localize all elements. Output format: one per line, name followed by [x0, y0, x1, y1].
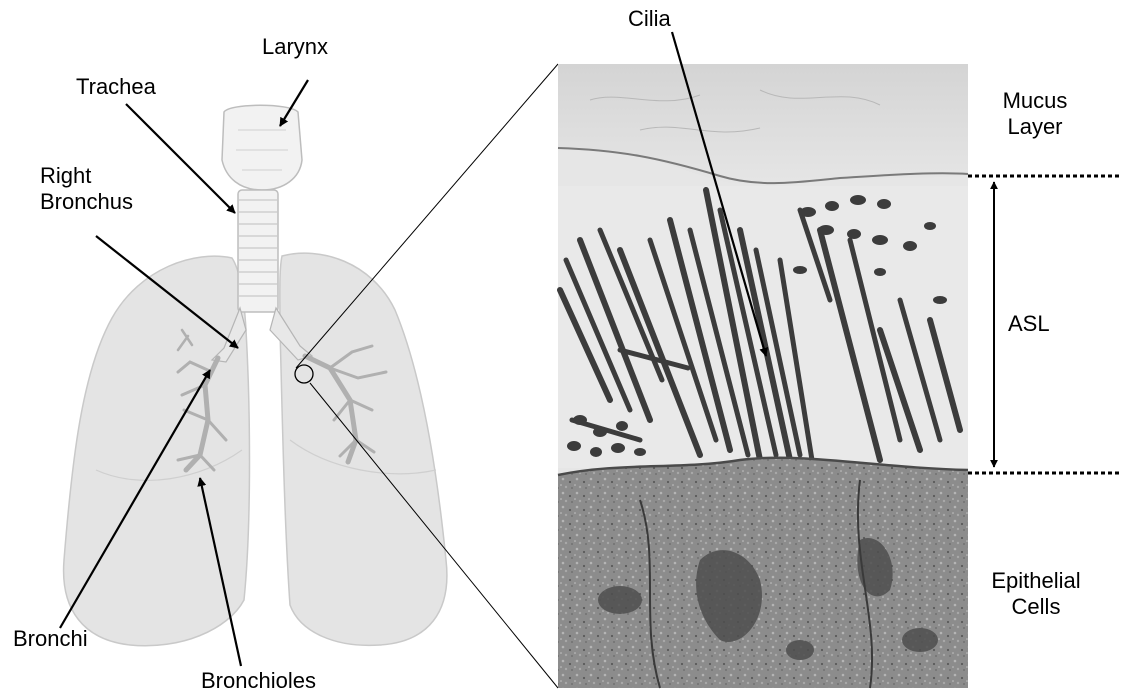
- trachea-arrow-icon: [126, 104, 235, 213]
- larynx-shape: [222, 105, 302, 190]
- trachea-shape: [238, 190, 278, 312]
- trachea-label: Trachea: [76, 74, 156, 100]
- right-bronchus-label-line2: Bronchus: [40, 189, 133, 215]
- epithelial-cells-label-line2: Cells: [980, 594, 1092, 620]
- mucus-layer-label-line2: Layer: [985, 114, 1085, 140]
- right-lung-shape: [64, 256, 250, 646]
- bronchi-label: Bronchi: [13, 626, 88, 652]
- right-bronchus-label: Right Bronchus: [40, 163, 133, 215]
- epithelial-cells-region: [558, 458, 968, 688]
- mucus-layer-label: Mucus Layer: [985, 88, 1085, 140]
- bronchioles-label: Bronchioles: [201, 668, 316, 694]
- right-bronchus-label-line1: Right: [40, 163, 133, 189]
- epithelial-cells-label: Epithelial Cells: [980, 568, 1092, 620]
- mucus-layer-label-line1: Mucus: [985, 88, 1085, 114]
- micrograph-image: [558, 64, 968, 688]
- cilia-label: Cilia: [628, 6, 671, 32]
- asl-label: ASL: [1008, 311, 1050, 337]
- larynx-label: Larynx: [262, 34, 328, 60]
- epithelial-cells-label-line1: Epithelial: [980, 568, 1092, 594]
